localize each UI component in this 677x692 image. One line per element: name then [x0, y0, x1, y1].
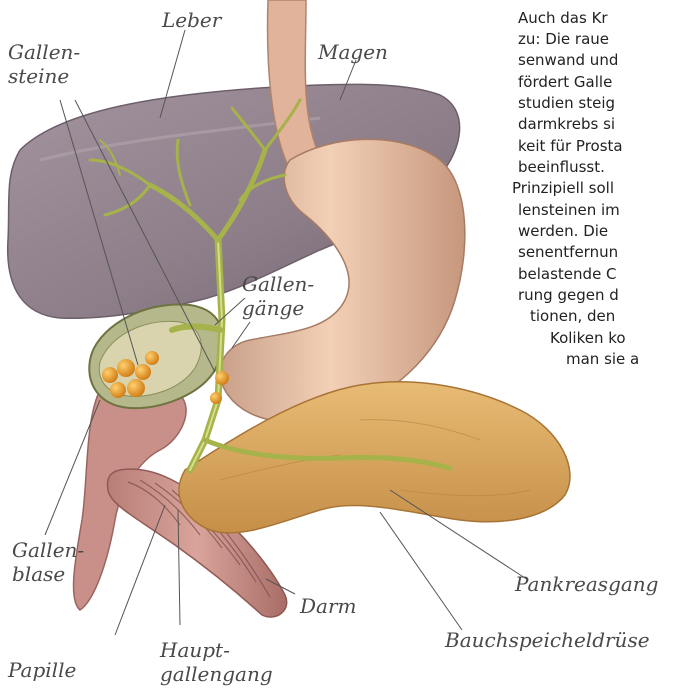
- body-line: darmkrebs si: [518, 114, 615, 135]
- label-darm-text: Darm: [300, 594, 356, 618]
- body-line: rung gegen d: [518, 285, 619, 306]
- label-gallengaenge-line1: Gallen-: [242, 272, 314, 296]
- label-papille-text: Papille: [8, 658, 76, 682]
- label-pankreasgang: Pankreasgang: [515, 572, 658, 596]
- body-line: tionen, den: [530, 306, 615, 327]
- label-leber: Leber: [162, 8, 221, 32]
- label-gallensteine-line1: Gallen-: [8, 40, 80, 64]
- label-hauptgallengang: Haupt- gallengang: [160, 638, 273, 686]
- body-line: Prinzipiell soll: [512, 178, 614, 199]
- label-gallengaenge-line2: gänge: [242, 296, 314, 320]
- body-line: lensteinen im: [518, 200, 620, 221]
- label-magen-text: Magen: [318, 40, 388, 64]
- body-line: zu: Die raue: [518, 29, 609, 50]
- label-gallengaenge: Gallen- gänge: [242, 272, 314, 320]
- body-line: werden. Die: [518, 221, 608, 242]
- body-line: man sie a: [566, 349, 639, 370]
- label-gallenblase-line2: blase: [12, 562, 84, 586]
- label-magen: Magen: [318, 40, 388, 64]
- label-hauptgallengang-line2: gallengang: [160, 662, 273, 686]
- body-line: senwand und: [518, 50, 618, 71]
- body-line: Auch das Kr: [518, 8, 608, 29]
- label-gallenblase-line1: Gallen-: [12, 538, 84, 562]
- body-line: studien steig: [518, 93, 615, 114]
- label-gallensteine: Gallen- steine: [8, 40, 80, 88]
- body-line: Koliken ko: [550, 328, 626, 349]
- label-darm: Darm: [300, 594, 356, 618]
- body-line: belastende C: [518, 264, 617, 285]
- label-leber-text: Leber: [162, 8, 221, 32]
- body-line: keit für Prosta: [518, 136, 623, 157]
- body-line: fördert Galle: [518, 72, 612, 93]
- label-gallensteine-line2: steine: [8, 64, 80, 88]
- label-bauchspeicheldruese-text: Bauchspeicheldrüse: [445, 628, 650, 652]
- label-pankreasgang-text: Pankreasgang: [515, 572, 658, 596]
- body-line: beeinflusst.: [518, 157, 605, 178]
- label-gallenblase: Gallen- blase: [12, 538, 84, 586]
- label-bauchspeicheldruese: Bauchspeicheldrüse: [445, 628, 650, 652]
- label-papille: Papille: [8, 658, 76, 682]
- label-hauptgallengang-line1: Haupt-: [160, 638, 273, 662]
- body-line: senentfernun: [518, 242, 618, 263]
